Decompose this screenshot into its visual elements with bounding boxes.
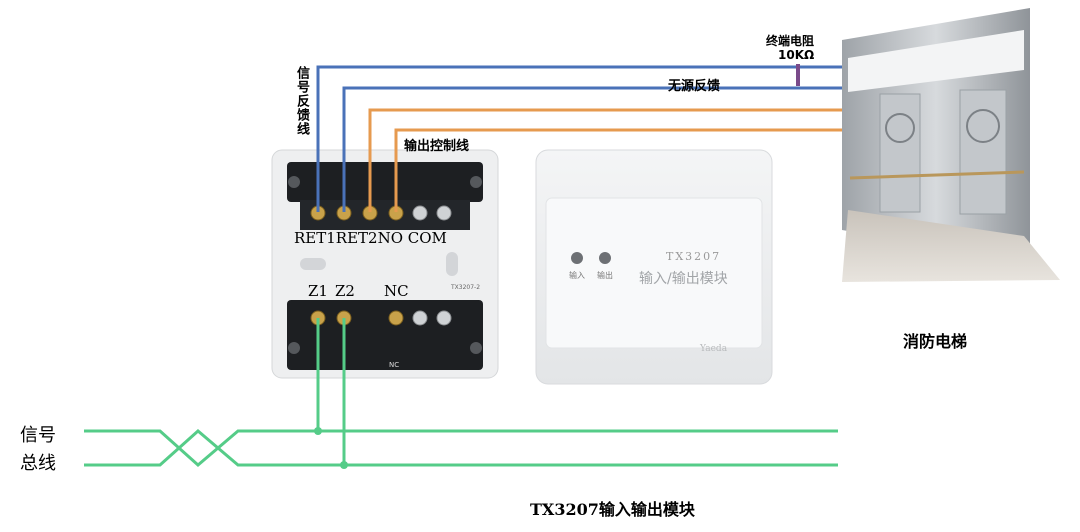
signal-bus-label-2: 总线 <box>20 453 56 474</box>
bus-line-2 <box>84 429 838 467</box>
com-control-wire <box>394 128 842 212</box>
terminal-resistor-label: 终端电阻 <box>766 34 815 48</box>
terminal-resistor-value: 10KΩ <box>778 48 815 62</box>
terminal-z2-label: Z2 <box>335 282 355 300</box>
z2-junction <box>340 461 348 469</box>
brand-label: Yaeda <box>700 344 728 354</box>
led-input-indicator <box>571 252 583 264</box>
fire-elevator-label: 消防电梯 <box>903 332 968 351</box>
signal-bus-label-1: 信号 <box>20 425 56 446</box>
signal-feedback-label: 信号反馈线 <box>294 66 309 136</box>
terminal-board <box>271 149 499 379</box>
small-nc-label: NC <box>389 361 400 369</box>
ret1-feedback-wire <box>316 65 842 212</box>
wire-group <box>84 65 842 469</box>
no-control-wire <box>368 108 842 212</box>
terminal-resistor-icon <box>796 64 800 86</box>
led-output-label: 输出 <box>597 271 613 280</box>
led-output-indicator <box>599 252 611 264</box>
diagram-caption: TX3207输入输出模块 <box>530 500 695 519</box>
passive-feedback-label: 无源反馈 <box>668 79 721 94</box>
module-name-label: 输入/输出模块 <box>639 271 728 287</box>
io-module <box>535 149 773 385</box>
ret2-feedback-wire <box>342 86 842 212</box>
output-control-label: 输出控制线 <box>404 139 470 154</box>
terminal-z1-label: Z1 <box>308 282 328 300</box>
terminal-nc-label: NC <box>384 282 409 300</box>
board-code-label: TX3207-2 <box>451 284 481 291</box>
z1-junction <box>314 427 322 435</box>
bus-line-1 <box>84 429 838 467</box>
module-model-label: TX3207 <box>666 250 722 263</box>
elevator-cabin <box>842 8 1060 282</box>
top-terminal-labels: RET1RET2NO COM <box>294 229 447 247</box>
led-input-label: 输入 <box>569 271 585 280</box>
